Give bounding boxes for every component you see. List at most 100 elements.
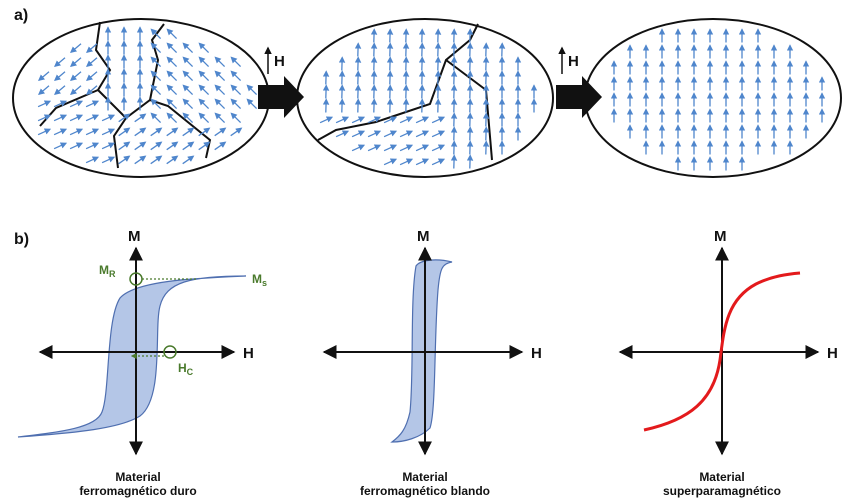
moment-arrow — [166, 112, 178, 124]
moment-arrow — [150, 127, 163, 137]
moment-arrow — [166, 141, 179, 151]
field-label-2: H — [568, 53, 579, 70]
moment-arrow — [86, 43, 98, 54]
remanence-label: MR — [99, 263, 116, 279]
moment-arrow — [383, 144, 398, 152]
moment-arrow — [214, 112, 226, 124]
domains-ellipse-2 — [296, 18, 554, 178]
moment-arrow — [70, 85, 82, 96]
moment-arrow — [335, 130, 350, 138]
field-indicator-2: H — [558, 46, 579, 74]
moment-arrow — [69, 142, 84, 150]
moment-arrow — [335, 116, 350, 124]
moment-arrow — [399, 158, 414, 166]
moment-arrow — [166, 127, 179, 137]
moment-arrow — [70, 71, 82, 82]
moment-arrow — [85, 156, 100, 164]
domains-ellipse-1 — [12, 18, 270, 178]
moment-arrow — [246, 98, 258, 110]
moment-arrow — [53, 142, 68, 150]
moment-arrow — [134, 141, 147, 151]
magnetic-moment-arrows — [37, 26, 826, 171]
moment-arrow — [230, 98, 242, 110]
moment-arrow — [166, 56, 178, 68]
moment-arrow — [38, 85, 50, 96]
moment-arrow — [431, 130, 446, 138]
moment-arrow — [101, 128, 116, 136]
moment-arrow — [53, 100, 68, 108]
moment-arrow — [230, 56, 242, 68]
moment-arrow — [431, 144, 446, 152]
moment-arrow — [37, 100, 52, 108]
moment-arrow — [431, 158, 446, 166]
moment-arrow — [415, 158, 430, 166]
moment-arrow — [150, 141, 163, 151]
moment-arrow — [182, 141, 195, 151]
caption-superpara-line2: superparamagnético — [663, 484, 781, 498]
moment-arrow — [415, 130, 430, 138]
panel-a-label: a) — [14, 7, 28, 24]
moment-arrow — [118, 155, 131, 165]
moment-arrow — [415, 116, 430, 124]
moment-arrow — [54, 57, 66, 68]
moment-arrow — [166, 155, 179, 165]
field-label-1: H — [274, 53, 285, 70]
moment-arrow — [150, 42, 162, 54]
moment-arrow — [214, 56, 226, 68]
y-axis-label-hard: M — [128, 228, 141, 245]
moment-arrow — [431, 116, 446, 124]
y-axis-label-superpara: M — [714, 228, 727, 245]
caption-hard-line1: Material — [115, 470, 160, 484]
x-axis-label-soft: H — [531, 345, 542, 362]
saturation-label: Ms — [252, 272, 267, 288]
moment-arrow — [150, 155, 163, 165]
moment-arrow — [166, 84, 178, 96]
moment-arrow — [150, 56, 162, 68]
moment-arrow — [85, 142, 100, 150]
moment-arrow — [230, 70, 242, 82]
moment-arrow — [54, 71, 66, 82]
moment-arrow — [230, 112, 242, 124]
moment-arrow — [351, 144, 366, 152]
x-axis-label-superpara: H — [827, 345, 838, 362]
moment-arrow — [182, 98, 194, 110]
big-arrow-1 — [258, 76, 304, 118]
moment-arrow — [134, 113, 147, 123]
coercivity-label: HC — [178, 361, 194, 377]
moment-arrow — [367, 130, 382, 138]
moment-arrow — [150, 84, 162, 96]
moment-arrow — [214, 70, 226, 82]
langevin-curve — [643, 271, 801, 432]
moment-arrow — [182, 42, 194, 54]
moment-arrow — [150, 112, 162, 124]
moment-arrow — [101, 114, 116, 122]
moment-arrow — [150, 70, 162, 82]
caption-soft-line2: ferromagnético blando — [360, 484, 490, 498]
moment-arrow — [214, 127, 227, 137]
moment-arrow — [70, 57, 82, 68]
caption-hard-line2: ferromagnético duro — [79, 484, 196, 498]
moment-arrow — [150, 98, 162, 110]
magnetization-plot-superparamagnetic: M H Material superparamagnético — [618, 228, 838, 498]
moment-arrow — [182, 84, 194, 96]
moment-arrow — [383, 130, 398, 138]
moment-arrow — [182, 56, 194, 68]
moment-arrow — [214, 98, 226, 110]
hysteresis-plot-hard: M H MR Ms HC Material ferromagnético dur… — [17, 228, 267, 498]
field-indicator-1: H — [264, 46, 285, 74]
moment-arrow — [198, 141, 211, 151]
moment-arrow — [230, 84, 242, 96]
moment-arrow — [53, 114, 68, 122]
moment-arrow — [118, 141, 131, 151]
moment-arrow — [38, 71, 50, 82]
moment-arrow — [319, 116, 334, 124]
moment-arrow — [367, 116, 382, 124]
moment-arrow — [198, 112, 210, 124]
moment-arrow — [70, 43, 82, 54]
big-arrow-2 — [556, 76, 602, 118]
moment-arrow — [383, 116, 398, 124]
domain-walls-1 — [39, 21, 212, 169]
moment-arrow — [69, 100, 84, 108]
moment-arrow — [69, 128, 84, 136]
